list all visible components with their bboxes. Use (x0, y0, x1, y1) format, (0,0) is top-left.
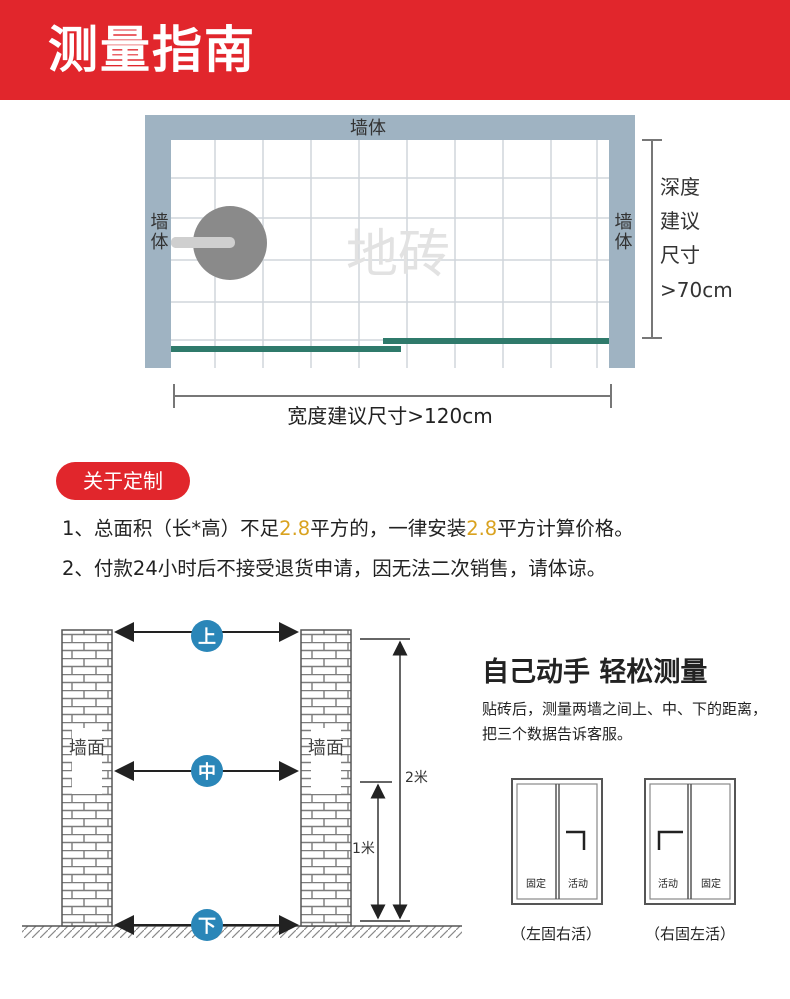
wall-top (145, 115, 635, 140)
floor-plan-diagram: 墙体 墙体 墙体 地砖 深度 建议 尺寸 >70cm 宽度建议尺寸>120cm (145, 115, 733, 428)
wall-right-label: 墙体 (612, 212, 633, 252)
marker-middle (191, 755, 223, 787)
door-left-panel-b: 活动 (568, 878, 588, 890)
note-1-prefix: 1、总面积（长*高）不足 (62, 517, 280, 540)
height-2m-dimension (360, 638, 410, 922)
door-left-panel-a: 固定 (526, 877, 546, 890)
marker-top (191, 620, 223, 652)
wall-top-label: 墙体 (350, 118, 386, 139)
note-1: 1、总面积（长*高）不足2.8平方的，一律安装2.8平方计算价格。 (62, 512, 634, 541)
note-1-value-1: 2.8 (279, 517, 311, 540)
note-1-suffix: 平方计算价格。 (497, 517, 634, 540)
ground (22, 926, 462, 938)
door-right-fixed-left-sliding: 活动 固定 （右固左活） (644, 778, 736, 943)
diy-description: 贴砖后，测量两墙之间上、中、下的距离，把三个数据告诉客服。 (482, 700, 768, 743)
header-banner: 测量指南 (0, 0, 790, 100)
marker-top-label: 上 (198, 627, 216, 648)
floor-label: 地砖 (346, 225, 450, 285)
wall-left-label: 墙面 (69, 738, 105, 759)
door-left-fixed-right-sliding: 固定 活动 （左固右活） (511, 778, 603, 943)
door-rail-front (171, 346, 401, 352)
door-right-panel-a: 活动 (658, 878, 678, 890)
marker-middle-label: 中 (198, 761, 216, 783)
note-1-value-2: 2.8 (466, 517, 498, 540)
page-title: 测量指南 (48, 21, 256, 79)
door-diagrams: 固定 活动 （左固右活） 活动 固定 （右固左活） (511, 778, 736, 943)
depth-label: 深度 建议 尺寸 >70cm (660, 175, 733, 302)
note-1-middle: 平方的，一律安装 (310, 517, 467, 540)
height-2m-label: 2米 (405, 770, 428, 786)
marker-bottom (191, 909, 223, 941)
wall-left (145, 115, 171, 368)
custom-badge: 关于定制 (56, 462, 190, 500)
door-left-caption: （左固右活） (511, 925, 601, 943)
wall-right-label: 墙面 (308, 738, 344, 759)
note-2: 2、付款24小时后不接受退货申请，因无法二次销售，请体谅。 (62, 557, 607, 580)
door-rail-back (383, 338, 609, 344)
wall-right (609, 115, 635, 368)
door-right-panel-b: 固定 (701, 877, 721, 890)
wall-measure-diagram: 墙面 墙面 上 中 下 2米 1米 (22, 620, 462, 941)
marker-bottom-label: 下 (198, 916, 216, 937)
width-dimension-line (173, 384, 612, 408)
door-right-caption: （右固左活） (645, 925, 735, 943)
height-1m-dimension (360, 781, 392, 920)
diy-title: 自己动手 轻松测量 (482, 657, 708, 688)
wall-left-label: 墙体 (148, 212, 169, 252)
height-1m-label: 1米 (352, 841, 375, 857)
width-label: 宽度建议尺寸>120cm (287, 404, 492, 428)
depth-dimension-line (642, 139, 662, 339)
